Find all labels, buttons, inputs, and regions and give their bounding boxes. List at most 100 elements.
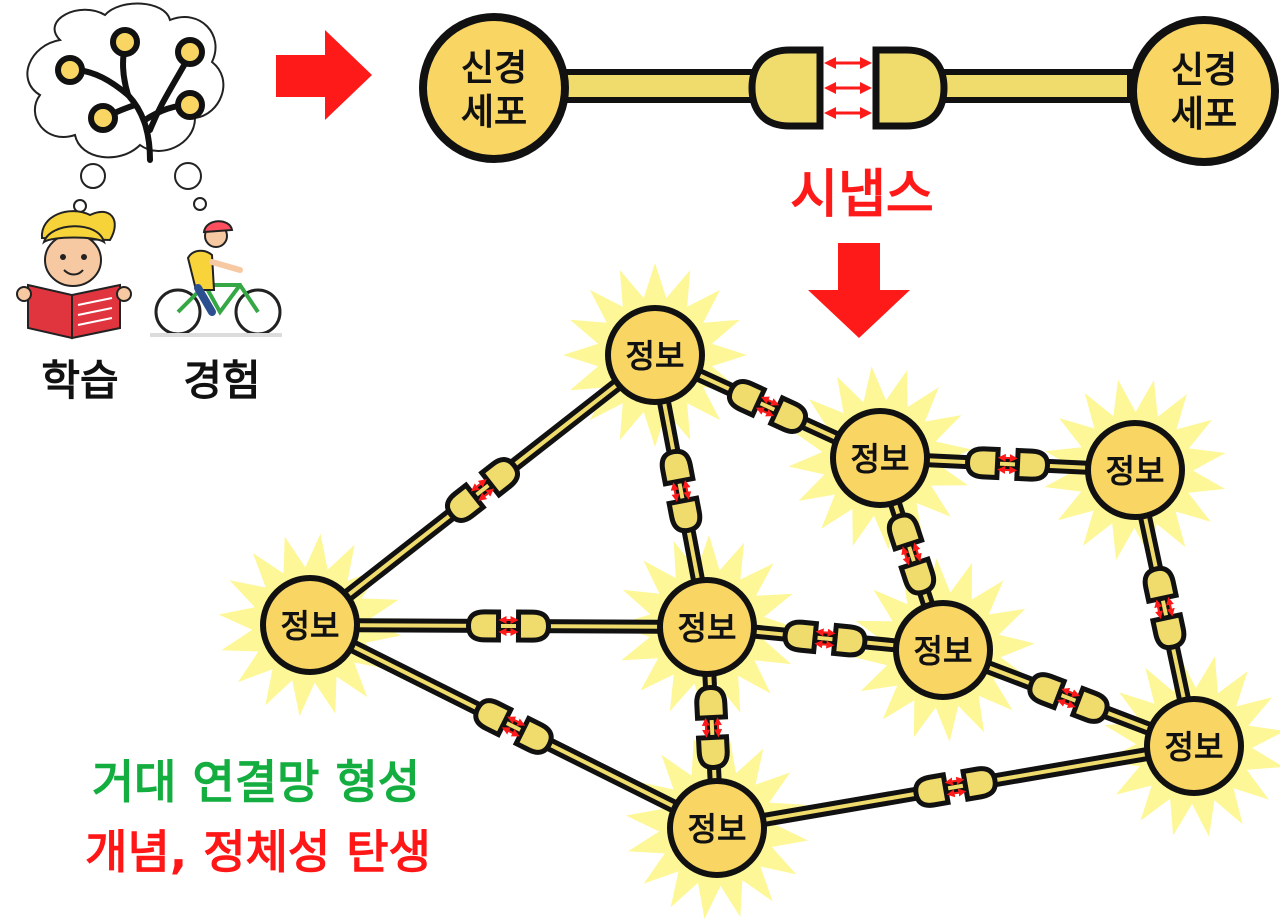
signal-arrow (713, 717, 723, 738)
synapse-terminal (830, 622, 868, 658)
synapse-label: 시냅스 (790, 165, 934, 225)
synapse-terminal (478, 457, 521, 499)
synapse-terminal-left (748, 46, 824, 130)
signal-arrow (1166, 596, 1175, 617)
connection (303, 609, 714, 643)
synapse-terminal (726, 379, 768, 419)
neuron-pair (419, 13, 1279, 166)
caption-line-2: 개념, 정체성 탄생 (85, 825, 431, 879)
synapse-junction (444, 457, 521, 523)
synapse-terminal (898, 555, 937, 596)
info-node-label: 정보 (626, 337, 685, 375)
signal-arrow (470, 479, 487, 492)
synapse-terminal (1014, 447, 1050, 482)
signal-arrow (507, 716, 526, 726)
cyclist-icon (150, 220, 282, 337)
left-neuron (419, 13, 569, 163)
synapse-terminal (960, 766, 998, 802)
signal-arrows (824, 57, 872, 119)
info-node: 정보 (657, 577, 757, 677)
synapse-terminal (512, 715, 554, 755)
synapse-junction (782, 619, 868, 658)
synapse-junction (694, 685, 730, 770)
signal-arrow (682, 480, 692, 500)
synapse-terminal (444, 481, 487, 523)
signal-arrow (755, 407, 775, 417)
info-node-label: 정보 (851, 440, 910, 478)
info-node: 정보 (893, 600, 993, 700)
synapse-terminal (695, 734, 730, 770)
info-node: 정보 (605, 305, 705, 405)
synapse-terminal (886, 512, 925, 553)
info-node-label: 정보 (678, 609, 737, 647)
info-node-label: 정보 (1106, 452, 1165, 490)
synapse-terminal (782, 619, 820, 655)
signal-arrow (944, 776, 965, 786)
study-label: 학습 (41, 356, 118, 405)
synapse-terminal (473, 698, 515, 738)
synapse-terminal (767, 394, 809, 434)
signal-arrow (997, 465, 1018, 475)
signal-arrow (1061, 687, 1080, 697)
signal-arrow (670, 482, 680, 502)
synapse-junction (466, 609, 551, 643)
synapse-terminal (1142, 565, 1180, 605)
signal-arrow (1154, 599, 1163, 620)
reading-boy-icon (16, 210, 132, 340)
left-neuron-label-1: 신경 (461, 48, 527, 89)
info-node: 정보 (1085, 420, 1185, 520)
signal-arrow (912, 542, 922, 562)
signal-arrow (946, 788, 967, 798)
signal-arrow (760, 396, 780, 406)
synapse-terminal (659, 448, 696, 487)
connection (710, 739, 1201, 835)
synapse-terminal (965, 446, 1001, 481)
synapse-terminal (1069, 685, 1110, 724)
signal-arrow (701, 717, 711, 738)
right-neuron-label-1: 신경 (1171, 50, 1237, 91)
signal-arrow (997, 453, 1018, 463)
synapse-junction (726, 379, 809, 434)
right-arrow-icon (276, 30, 372, 120)
synapse-terminal (515, 609, 551, 643)
synapse-junction (913, 766, 998, 808)
info-node: 정보 (1144, 696, 1244, 796)
down-arrow-icon (808, 243, 910, 338)
synapse-terminal (1027, 672, 1068, 711)
info-node-label: 정보 (1165, 728, 1224, 766)
signal-arrow (901, 546, 911, 566)
synapse-terminal (694, 685, 729, 721)
info-node: 정보 (830, 408, 930, 508)
connection (303, 618, 724, 835)
synapse-junction (659, 448, 703, 534)
connection (303, 348, 662, 632)
signal-arrow (814, 640, 835, 649)
thought-bubble-small (80, 163, 106, 189)
synapse-terminal (1149, 611, 1187, 651)
signal-arrow (478, 488, 495, 501)
info-node: 정보 (667, 778, 767, 878)
info-node: 정보 (260, 575, 360, 675)
caption-line-1: 거대 연결망 형성 (92, 755, 420, 809)
synapse-junction (1027, 672, 1110, 724)
signal-arrow (815, 628, 836, 637)
synapse-terminal (913, 772, 951, 808)
signal-arrow (501, 727, 520, 737)
right-neuron (1129, 16, 1279, 166)
synapse-junction (473, 698, 554, 755)
experience-label: 경험 (183, 356, 260, 405)
info-node-label: 정보 (688, 810, 747, 848)
synapse-junction (886, 512, 937, 596)
synapse-junction (965, 446, 1050, 482)
info-node-label: 정보 (281, 607, 340, 645)
signal-arrow (1057, 699, 1076, 709)
neuron-tree-icon (55, 27, 205, 163)
synapse-junction (1142, 565, 1187, 651)
right-neuron-label-2: 세포 (1171, 94, 1237, 135)
synapse-terminal (666, 495, 703, 534)
synapse-terminal-right (872, 46, 948, 130)
synapse-terminal (466, 609, 502, 643)
info-node-label: 정보 (914, 632, 973, 670)
